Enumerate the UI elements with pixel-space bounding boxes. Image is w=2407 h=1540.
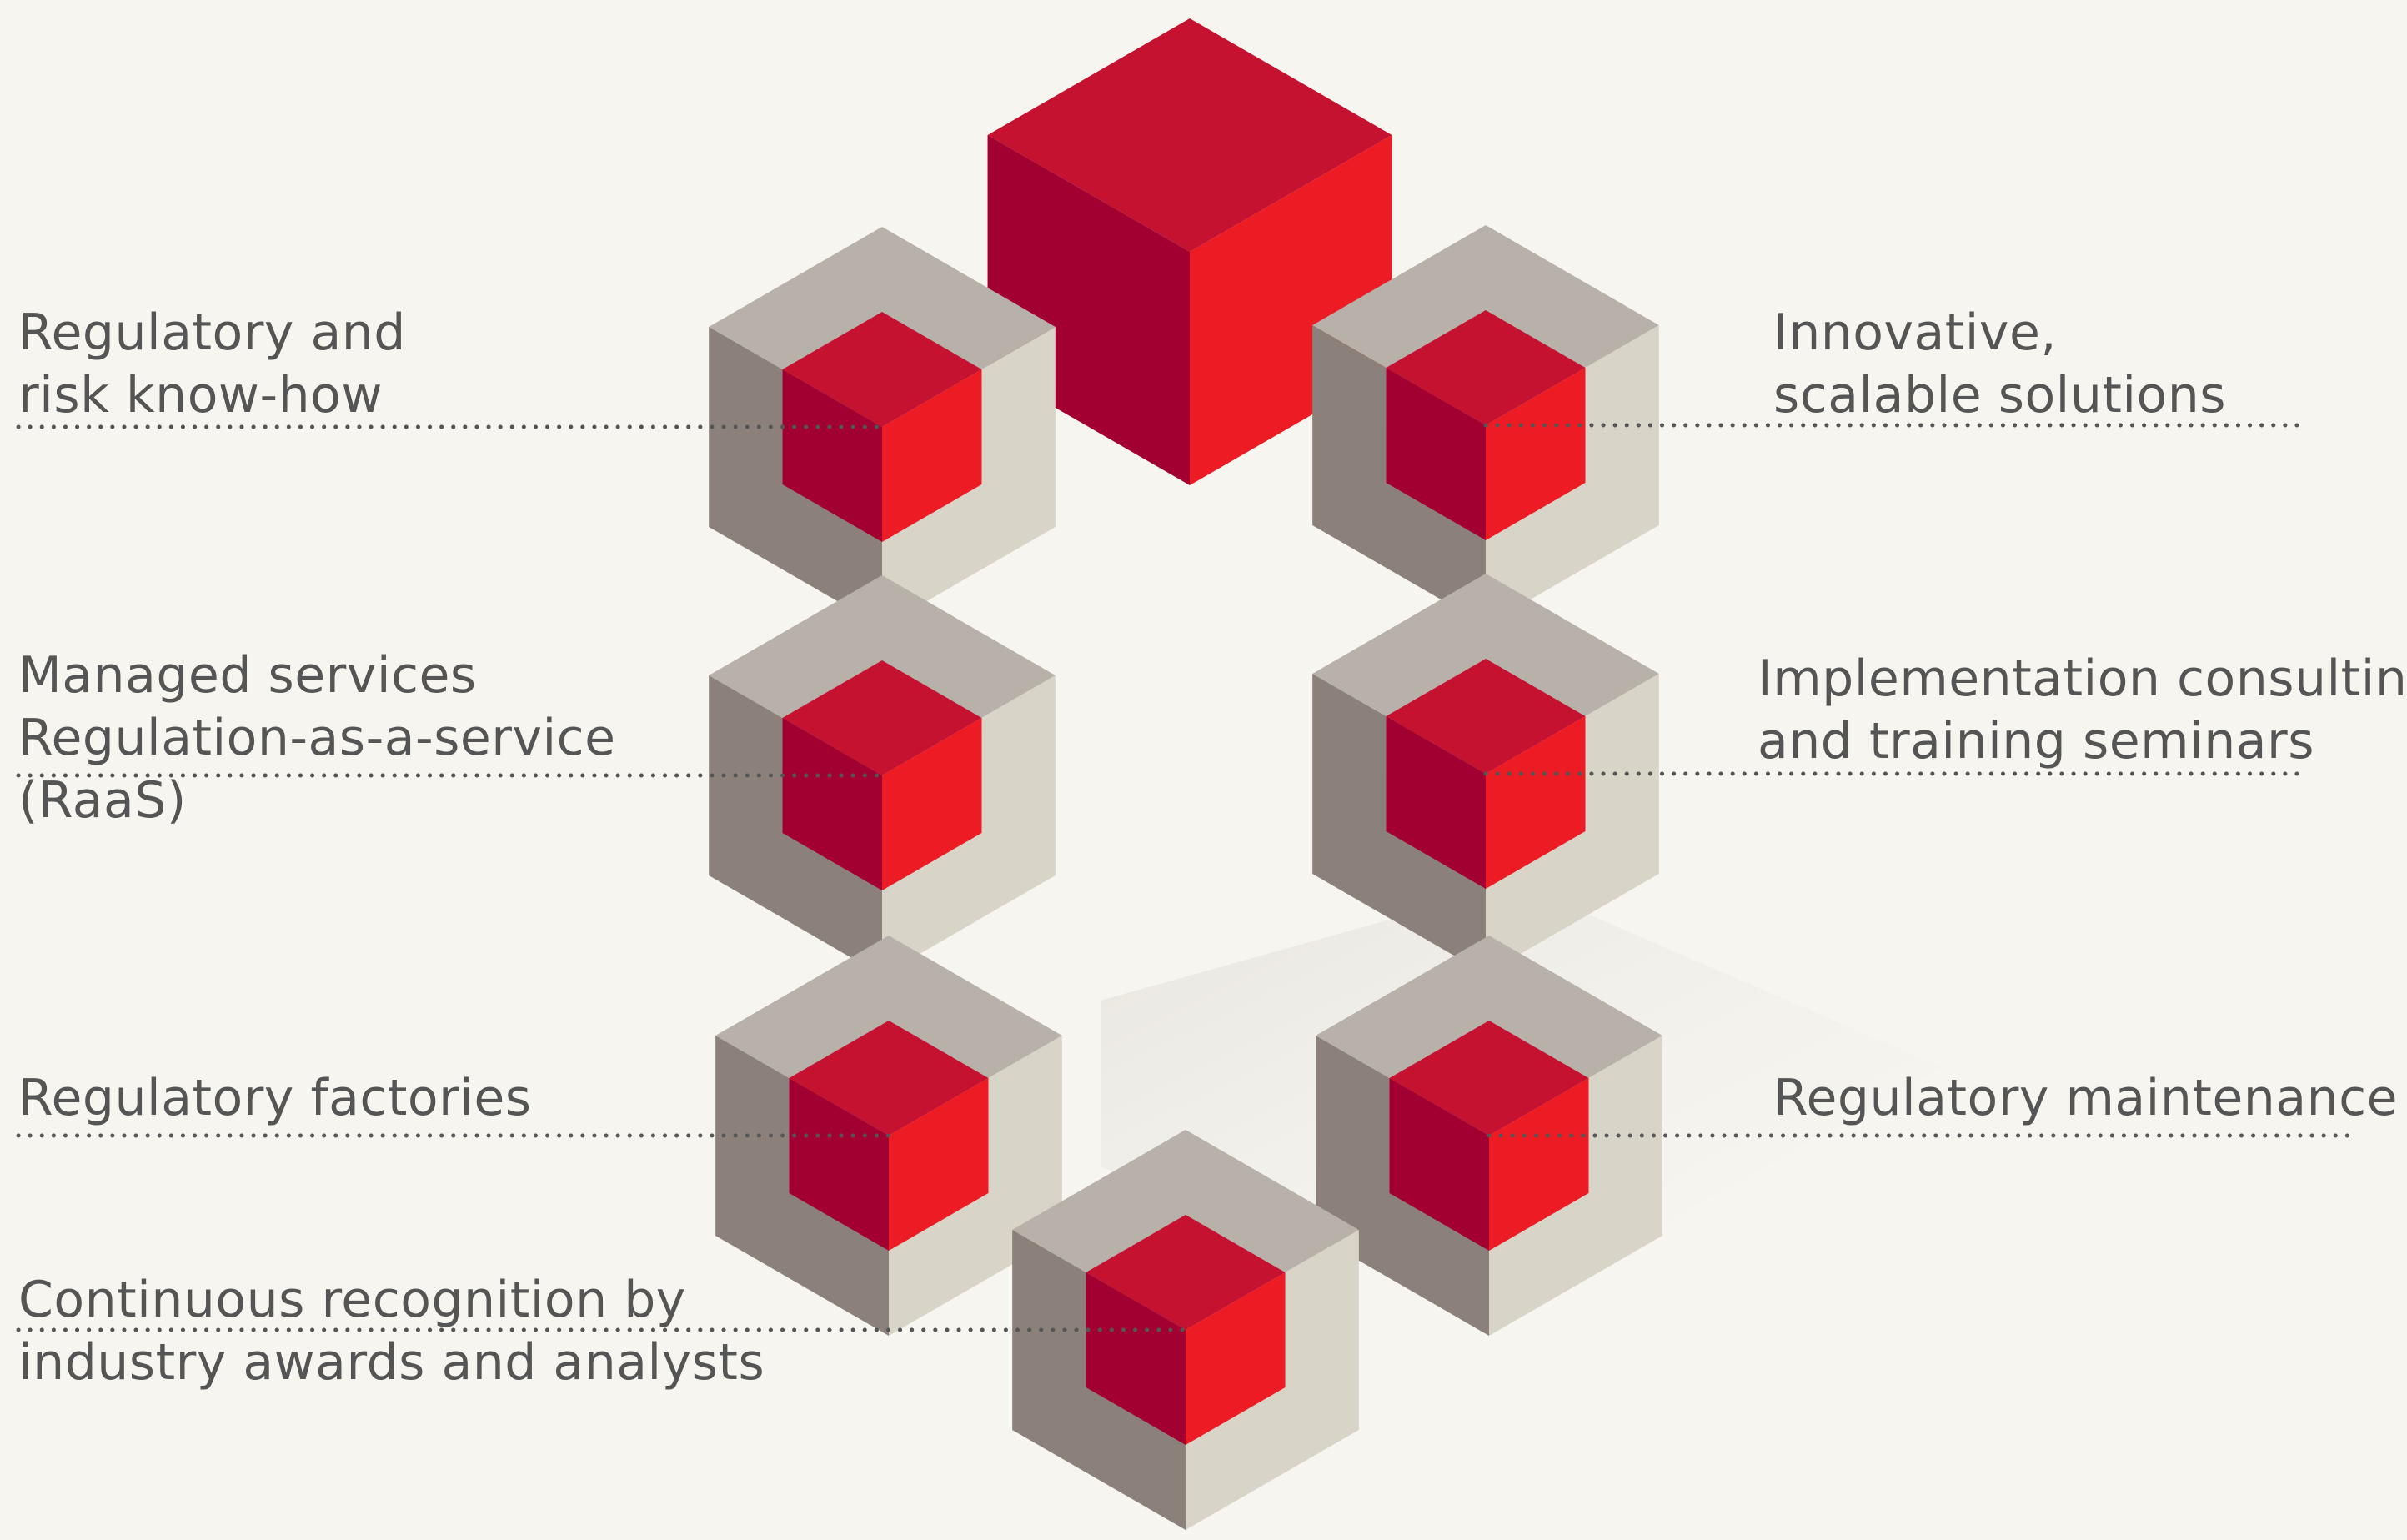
cube-left-face — [1389, 1078, 1489, 1251]
label-innovative-solutions: Innovative, scalable solutions — [1773, 302, 2226, 427]
label-continuous-recognition: Continuous recognition by industry award… — [18, 1269, 765, 1394]
cube-left-face — [1386, 716, 1486, 889]
label-line: Innovative, — [1773, 303, 2057, 362]
label-line: Continuous recognition by — [18, 1271, 686, 1329]
cube-right-face — [1186, 1272, 1286, 1445]
label-line: industry awards and analysts — [18, 1333, 765, 1392]
block-left-3-red — [789, 1021, 989, 1251]
cube-left-face — [782, 718, 882, 890]
cube-left-face — [789, 1078, 889, 1251]
block-right-2-red — [1386, 659, 1586, 889]
label-regulatory-maintenance: Regulatory maintenance — [1773, 1067, 2398, 1130]
cube-left-face — [782, 369, 882, 542]
cube-right-face — [882, 369, 982, 542]
block-bottom-red — [1086, 1215, 1286, 1445]
label-line: and training seminars — [1758, 712, 2314, 770]
label-line: Implementation consulting — [1758, 650, 2407, 708]
label-managed-services: Managed services Regulation-as-a-service… — [18, 645, 616, 832]
label-line: Regulatory factories — [18, 1069, 532, 1127]
cube-right-face — [1486, 368, 1586, 540]
label-line: scalable solutions — [1773, 366, 2227, 424]
cube-right-face — [1489, 1078, 1589, 1251]
label-line: (RaaS) — [18, 771, 187, 830]
block-left-1-red — [782, 312, 982, 542]
cube-right-face — [889, 1078, 989, 1251]
leader-lines — [16, 423, 2354, 1332]
block-left-2-red — [782, 660, 982, 890]
cube-left-face — [1086, 1272, 1186, 1445]
label-line: Regulatory maintenance — [1773, 1069, 2399, 1127]
label-line: Managed services — [18, 646, 477, 705]
label-regulatory-know-how: Regulatory and risk know-how — [18, 302, 406, 427]
label-regulatory-factories: Regulatory factories — [18, 1067, 532, 1130]
label-implementation-consulting: Implementation consulting and training s… — [1758, 648, 2407, 773]
cubes — [709, 18, 1662, 1530]
label-line: Regulation-as-a-service — [18, 709, 616, 767]
block-right-3-red — [1389, 1021, 1589, 1251]
cube-left-face — [1386, 368, 1486, 540]
cube-right-face — [1486, 716, 1586, 889]
label-line: risk know-how — [18, 366, 383, 424]
block-right-1-red — [1386, 310, 1586, 540]
cube-right-face — [882, 718, 982, 890]
label-line: Regulatory and — [18, 303, 406, 362]
